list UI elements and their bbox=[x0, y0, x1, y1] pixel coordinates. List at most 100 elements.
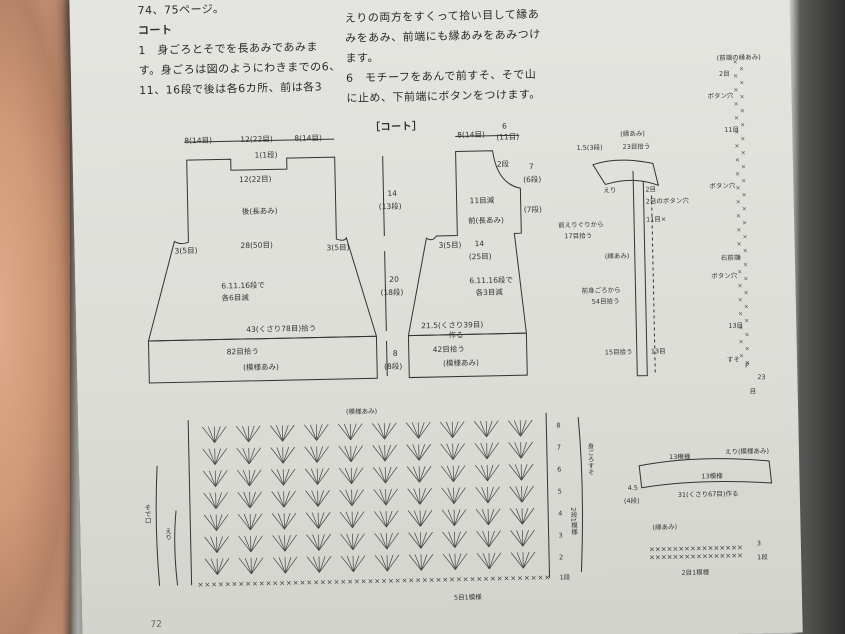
x-stitch: × bbox=[449, 576, 455, 584]
stitch-mark bbox=[304, 446, 318, 463]
stitch-mark bbox=[407, 488, 421, 505]
dim-label: 3(5目) bbox=[326, 242, 350, 253]
edge-stitch: × bbox=[744, 331, 749, 338]
stitch-mark bbox=[420, 510, 427, 527]
stitch-mark bbox=[488, 530, 501, 548]
dim-label: (6段) bbox=[523, 174, 542, 185]
stitch-mark bbox=[453, 465, 460, 482]
dim-label: 43(くさり78目)拾う bbox=[246, 323, 317, 334]
stitch-mark bbox=[282, 424, 295, 442]
x-stitch: × bbox=[225, 580, 231, 588]
note: えり(模様あみ) bbox=[724, 447, 770, 456]
note: 15目拾う bbox=[604, 347, 633, 357]
note: (縁あみ) bbox=[652, 522, 678, 532]
note: ボタン穴 bbox=[707, 91, 734, 101]
edge-stitch: × bbox=[744, 289, 749, 296]
stitch-mark bbox=[453, 465, 466, 482]
stitch-mark bbox=[305, 512, 319, 529]
dim-label: 12(22目) bbox=[239, 174, 272, 185]
stitch-mark bbox=[250, 513, 263, 531]
dim-label: 8(14目) bbox=[294, 133, 323, 143]
stitch-mark bbox=[487, 486, 500, 504]
x-stitch: × bbox=[531, 574, 537, 582]
stitch-mark bbox=[282, 446, 296, 464]
dim-label: 82目拾う bbox=[226, 346, 259, 357]
dim-label: 4.5 bbox=[627, 483, 639, 493]
stitch-mark bbox=[248, 425, 255, 443]
stitch-mark bbox=[380, 555, 388, 572]
stitch-mark bbox=[378, 467, 386, 484]
note: 前えりぐりから bbox=[558, 220, 604, 230]
stitch-mark bbox=[515, 508, 523, 525]
stitch-mark bbox=[203, 492, 217, 509]
x-stitch: × bbox=[524, 574, 530, 582]
stitch-mark bbox=[378, 445, 386, 462]
edge-stitch: × bbox=[737, 283, 742, 290]
stitch-mark bbox=[278, 557, 286, 574]
edge-stitch: × bbox=[741, 149, 746, 156]
stitch-mark bbox=[351, 489, 364, 507]
stitch-mark bbox=[214, 448, 222, 465]
stitch-mark bbox=[284, 512, 297, 530]
stitch-mark bbox=[312, 556, 320, 573]
stitch-mark bbox=[488, 552, 496, 570]
stitch-mark bbox=[217, 558, 224, 575]
stitch-mark bbox=[474, 443, 488, 460]
edge-stitch: × bbox=[738, 311, 743, 318]
x-stitch: × bbox=[374, 577, 380, 585]
x-stitch: × bbox=[429, 576, 435, 584]
edge-stitch: × bbox=[742, 219, 747, 226]
stitch-mark bbox=[454, 531, 461, 548]
stitch-mark bbox=[448, 553, 456, 570]
stitch-mark bbox=[249, 491, 256, 509]
stitch-mark bbox=[319, 556, 332, 573]
stitch-mark bbox=[278, 535, 286, 552]
stitch-mark bbox=[447, 509, 455, 526]
stitch-mark bbox=[316, 446, 324, 463]
stitch-mark bbox=[340, 533, 354, 551]
edge-stitch: × bbox=[744, 317, 749, 324]
stitch-mark bbox=[202, 448, 216, 465]
edge-stitch: × bbox=[744, 303, 749, 310]
note: 各3目減 bbox=[475, 287, 503, 298]
stitch-mark bbox=[522, 529, 529, 547]
stitch-mark bbox=[350, 445, 358, 462]
stitch-mark bbox=[276, 447, 284, 464]
stitch-mark bbox=[509, 486, 523, 503]
note: (縁あみ) bbox=[620, 129, 645, 139]
stitch-mark bbox=[520, 420, 527, 437]
note: 17目拾う bbox=[564, 231, 593, 241]
stitch-mark bbox=[351, 467, 358, 484]
x-stitch: × bbox=[218, 581, 224, 589]
piece-name: 前(長あみ) bbox=[467, 215, 504, 226]
stitch-mark bbox=[318, 534, 325, 551]
stitch-mark bbox=[282, 425, 289, 442]
note: 右前端 bbox=[720, 253, 741, 263]
stitch-mark bbox=[452, 443, 460, 460]
book-page: 74、75ページ。 コート 1 身ごろとそでを長あみであみま す。身ごろは図のよ… bbox=[69, 0, 803, 634]
stitch-mark bbox=[486, 420, 499, 438]
stitch-mark bbox=[242, 447, 250, 465]
stitch-mark bbox=[216, 536, 229, 553]
side-label: えり bbox=[163, 527, 172, 541]
edge-stitch: × bbox=[733, 59, 738, 66]
stitch-mark bbox=[202, 426, 215, 443]
edge-stitch: × bbox=[735, 185, 740, 192]
dim-label: 1(1段) bbox=[254, 150, 278, 160]
page-number: 72 bbox=[150, 619, 162, 631]
note: (模様あみ) bbox=[442, 358, 479, 368]
dim-label: 14 bbox=[474, 238, 485, 249]
stitch-mark bbox=[318, 512, 325, 529]
stitch-mark bbox=[521, 486, 528, 503]
note: 13目 bbox=[650, 347, 666, 356]
stitch-mark bbox=[412, 466, 420, 483]
note: 目 bbox=[749, 387, 757, 396]
edge-stitch: × bbox=[734, 143, 739, 150]
stitch-mark bbox=[244, 535, 252, 553]
stitch-mark bbox=[408, 554, 422, 571]
stitch-mark bbox=[479, 420, 487, 438]
note: 3 bbox=[756, 539, 762, 548]
x-stitch: × bbox=[293, 579, 299, 587]
stitch-mark bbox=[283, 468, 296, 486]
stitch-mark bbox=[214, 448, 228, 465]
